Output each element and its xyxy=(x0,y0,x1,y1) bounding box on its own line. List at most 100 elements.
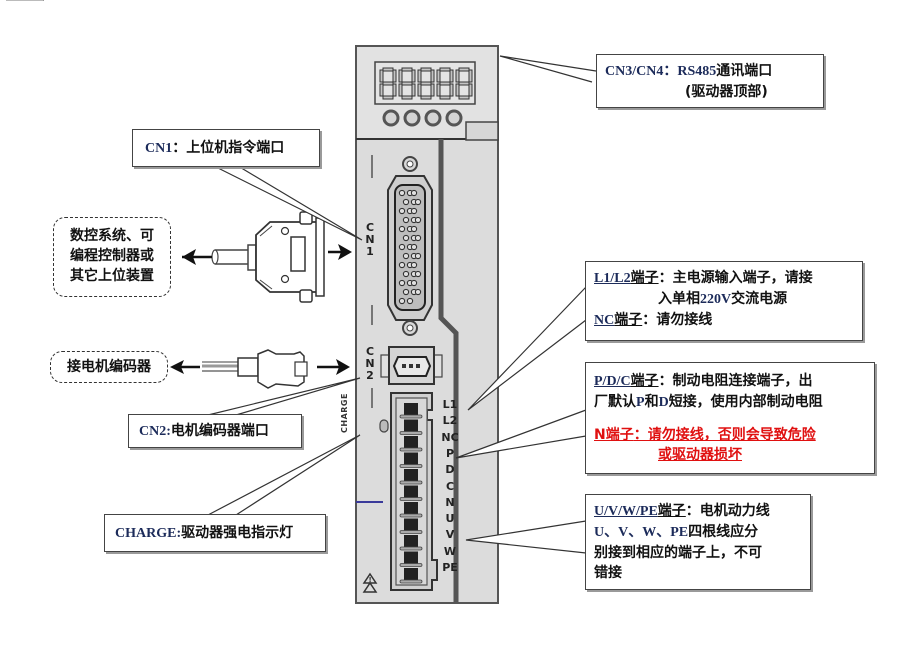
arrow-left-icon xyxy=(170,360,200,374)
terminal-word: 端子 xyxy=(630,373,659,389)
callout-charge: CHARGE:驱动器强电指示灯 xyxy=(104,514,326,552)
host-device-box: 数控系统、可 编程控制器或 其它上位装置 xyxy=(53,217,171,297)
terminal-word: 端子 xyxy=(657,503,686,519)
cn2-label-char: C xyxy=(365,345,375,358)
p-terminal-ref: P xyxy=(636,395,645,410)
cn3-cn4-location: (驱动器顶部) xyxy=(685,84,768,100)
callout-cn3-cn4: CN3/CN4：RS485通讯端口 (驱动器顶部) xyxy=(596,54,824,108)
terminal-label-u: U xyxy=(445,512,455,526)
cn2-connector[interactable] xyxy=(380,346,443,385)
terminal-label-l1: L1 xyxy=(442,398,458,411)
terminal-slot xyxy=(404,452,418,465)
l1-l2-description-3: 交流电源 xyxy=(731,291,788,307)
u-v-w-pe-list: U、V、W、PE xyxy=(594,525,689,540)
arrow-right-icon xyxy=(317,359,350,375)
p-d-c-description-2: 厂默认 xyxy=(594,394,636,410)
terminal-divider xyxy=(399,513,423,518)
rs485-label: RS485 xyxy=(677,64,717,79)
terminal-label-d: D xyxy=(445,463,455,477)
terminal-slot xyxy=(404,535,418,547)
panel-button[interactable] xyxy=(445,109,463,127)
charge-label: CHARGE: xyxy=(115,526,182,541)
charge-led xyxy=(379,419,389,433)
arrow-right-icon xyxy=(328,244,352,260)
host-device-line: 数控系统、可 xyxy=(70,228,154,244)
callout-p-d-c-n: P/D/C端子：制动电阻连接端子，出 厂默认P和D短接，使用内部制动电阻 N端子… xyxy=(585,362,875,474)
connector-pin xyxy=(414,270,422,278)
cn3-cn4-label: CN3/CN4： xyxy=(605,64,678,79)
terminal-label-c: C xyxy=(445,479,455,493)
callout-cn2: CN2:电机编码器端口 xyxy=(128,414,302,448)
connector-pin xyxy=(398,279,406,287)
terminal-divider xyxy=(399,480,423,485)
host-device-line: 编程控制器或 xyxy=(70,248,154,264)
connector-pin xyxy=(414,288,422,296)
arrow-left-icon xyxy=(182,249,212,265)
panel-button[interactable] xyxy=(382,109,400,127)
terminal-slot xyxy=(404,568,418,580)
charge-label-text: CHARGE xyxy=(340,393,349,433)
connector-pin xyxy=(398,261,406,269)
terminal-divider xyxy=(399,530,423,534)
n-terminal-warning-2: 或驱动器损坏 xyxy=(658,447,742,463)
callout-cn1: CN1：上位机指令端口 xyxy=(132,129,320,167)
connector-pin xyxy=(410,225,418,233)
svg-text:!: ! xyxy=(369,576,372,584)
terminal-divider xyxy=(399,563,423,567)
cn2-label-char: N xyxy=(365,357,375,370)
conjunction: 和 xyxy=(644,394,659,410)
connector-pin xyxy=(414,216,422,224)
panel-button[interactable] xyxy=(424,109,442,127)
cn1-label: CN1 xyxy=(145,141,173,156)
u-v-w-pe-description-2: 四根线应分 xyxy=(688,524,759,540)
encoder-device-box: 接电机编码器 xyxy=(50,351,168,383)
seven-segment-digit xyxy=(436,67,454,100)
terminal-slot xyxy=(404,485,418,498)
host-cable-plug xyxy=(211,211,325,303)
n-terminal-warning: ：请勿接线，否则会导致危险 xyxy=(633,427,816,443)
nc-label: NC xyxy=(594,313,615,328)
terminal-word: 端子 xyxy=(630,270,659,286)
connector-pin xyxy=(402,216,410,224)
cn2-label: CN2: xyxy=(139,424,171,439)
connector-pin xyxy=(402,234,410,242)
terminal-divider xyxy=(399,579,423,584)
power-terminal-block[interactable] xyxy=(390,392,438,591)
l1-l2-description-2: 入单相 xyxy=(658,291,700,307)
encoder-device-label: 接电机编码器 xyxy=(67,359,151,375)
connector-pin xyxy=(406,297,414,305)
p-d-c-description-3: 短接，使用内部制动电阻 xyxy=(668,394,823,410)
connector-pin xyxy=(398,189,406,197)
callout-u-v-w-pe: U/V/W/PE端子：电机动力线 U、V、W、PE四根线应分 别接到相应的端子上… xyxy=(585,494,811,590)
terminal-divider xyxy=(399,546,423,551)
terminal-slot xyxy=(404,403,418,415)
panel-divider xyxy=(438,139,459,603)
cn2-label-char: 2 xyxy=(366,369,374,382)
panel-button[interactable] xyxy=(403,109,421,127)
terminal-word: 端子 xyxy=(614,312,643,328)
panel-buttons xyxy=(382,109,463,127)
terminal-slot xyxy=(404,502,418,514)
cn1-connector[interactable] xyxy=(387,156,433,336)
servo-drive: ! xyxy=(355,45,499,604)
l1-l2-label: L1/L2 xyxy=(594,271,631,286)
terminal-slot xyxy=(404,551,418,564)
connector-pin xyxy=(402,288,410,296)
connector-pin xyxy=(398,297,406,305)
cn3-cn4-description: 通讯端口 xyxy=(716,63,773,79)
terminal-label-w: W xyxy=(443,544,457,558)
u-v-w-pe-description: ：电机动力线 xyxy=(685,503,770,519)
terminal-slot xyxy=(404,419,418,432)
n-terminal-warning-label: N端子 xyxy=(594,427,634,443)
terminal-slot xyxy=(404,436,418,448)
terminal-divider xyxy=(399,497,423,501)
seven-segment-digit xyxy=(379,67,397,100)
display-digits xyxy=(379,67,473,100)
cn1-description: ：上位机指令端口 xyxy=(172,140,285,156)
page-corner-mark xyxy=(6,0,44,1)
seven-segment-digit xyxy=(455,67,473,100)
host-device-line: 其它上位装置 xyxy=(70,268,154,284)
cn1-label-char: C xyxy=(365,221,375,234)
connector-pin xyxy=(402,198,410,206)
